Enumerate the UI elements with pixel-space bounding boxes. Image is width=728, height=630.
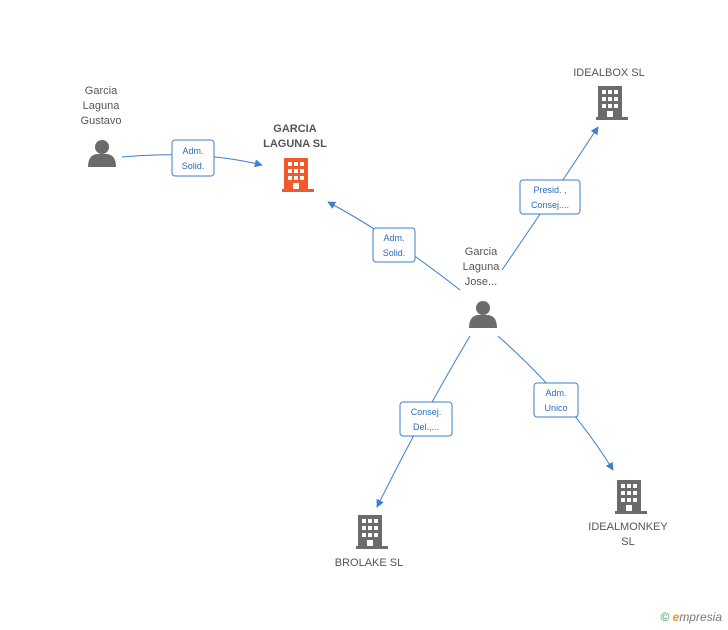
node-label-line: Gustavo (81, 115, 122, 127)
node-label-line: GARCIA (273, 123, 316, 135)
edge-label-line: Consej.... (531, 200, 569, 210)
node-label-line: Garcia (465, 246, 498, 258)
building-icon (615, 480, 647, 514)
node-company-brolake[interactable]: BROLAKE SL (335, 515, 403, 569)
building-icon (356, 515, 388, 549)
node-person-gustavo[interactable]: Garcia Laguna Gustavo (81, 85, 122, 167)
edge-label-jose-idealmonkey[interactable]: Adm. Unico (533, 382, 579, 418)
node-label-line: BROLAKE SL (335, 557, 403, 569)
edge-label-jose-brolake[interactable]: Consej. Del.,... (399, 401, 453, 437)
node-label-line: Jose... (465, 276, 497, 288)
edge-label-line: Unico (544, 403, 567, 413)
brand-logo-initial: e (672, 610, 680, 624)
node-label-line: Garcia (85, 85, 118, 97)
brand-logo-text: mpresia (679, 610, 722, 624)
edge-label-line: Presid. , (533, 185, 566, 195)
person-icon (88, 140, 116, 167)
edge-label-line: Solid. (383, 248, 406, 258)
node-label-line: LAGUNA SL (263, 138, 327, 150)
edge-label-jose-main[interactable]: Adm. Solid. (372, 227, 416, 263)
edge-label-gustavo-main[interactable]: Adm. Solid. (171, 139, 215, 177)
node-person-jose[interactable]: Garcia Laguna Jose... (463, 246, 501, 328)
edge-label-line: Consej. (411, 407, 442, 417)
node-label-line: IDEALBOX SL (573, 67, 645, 79)
node-label-line: SL (621, 536, 634, 548)
building-icon (596, 86, 628, 120)
edge-label-line: Adm. (383, 233, 404, 243)
person-icon (469, 301, 497, 328)
node-company-idealbox[interactable]: IDEALBOX SL (573, 67, 645, 120)
copyright-footer: © empresia (660, 610, 722, 624)
building-icon (282, 158, 314, 192)
node-label-line: Laguna (463, 261, 501, 273)
node-company-garcia-laguna-sl[interactable]: GARCIA LAGUNA SL (263, 123, 327, 192)
copyright-symbol: © (660, 610, 670, 624)
edge-label-line: Del.,... (413, 422, 439, 432)
edge-label-line: Solid. (182, 161, 205, 171)
edge-label-jose-idealbox[interactable]: Presid. , Consej.... (519, 179, 581, 215)
edge-label-line: Adm. (545, 388, 566, 398)
edge-label-line: Adm. (182, 146, 203, 156)
node-company-idealmonkey[interactable]: IDEALMONKEY SL (588, 480, 668, 548)
node-label-line: IDEALMONKEY (588, 521, 668, 533)
node-label-line: Laguna (83, 100, 121, 112)
